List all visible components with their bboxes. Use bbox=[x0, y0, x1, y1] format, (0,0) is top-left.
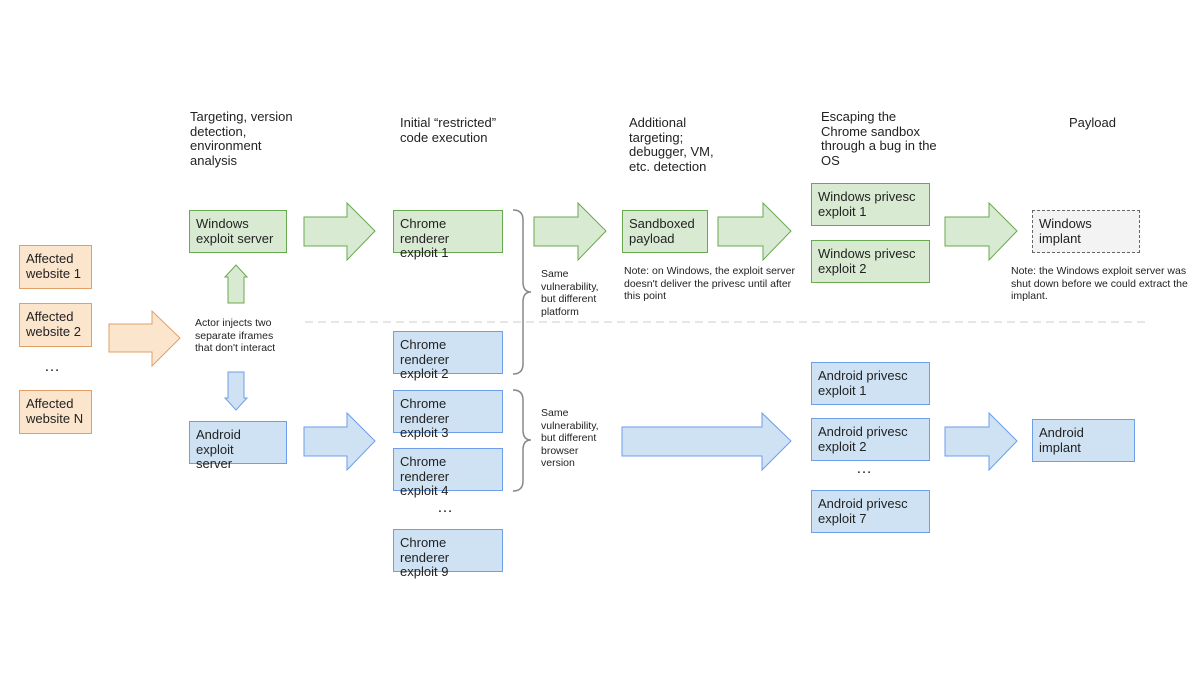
windows-privesc-to-implant-arrow bbox=[944, 201, 1018, 262]
header-sandbox-escape: Escaping the Chrome sandbox through a bu… bbox=[821, 109, 937, 168]
renderer-to-android-privesc-arrow bbox=[621, 411, 792, 472]
chrome-renderer-exploit-3: Chrome renderer exploit 3 bbox=[393, 390, 503, 440]
sandboxed-payload: Sandboxed payload bbox=[622, 210, 708, 253]
android-exploit-server: Android exploit server bbox=[189, 421, 287, 471]
header-additional-targeting: Additional targeting; debugger, VM, etc.… bbox=[629, 115, 714, 174]
chrome-renderer-exploit-1: Chrome renderer exploit 1 bbox=[393, 210, 503, 260]
windows-exploit-server: Windows exploit server bbox=[189, 210, 287, 253]
android-privesc-exploit-1: Android privesc exploit 1 bbox=[811, 362, 930, 405]
android-privesc-ellipsis: … bbox=[856, 460, 873, 477]
websites-to-actor-arrow bbox=[108, 309, 181, 368]
android-privesc-exploit-2: Android privesc exploit 2 bbox=[811, 418, 930, 461]
platform-brace bbox=[512, 209, 532, 375]
windows-server-to-renderer-arrow bbox=[303, 201, 376, 262]
sandboxed-to-privesc-arrow bbox=[717, 201, 792, 262]
chrome-renderer-exploit-4: Chrome renderer exploit 4 bbox=[393, 448, 503, 498]
affected-website-n: Affected website N bbox=[19, 390, 92, 434]
android-implant: Android implant bbox=[1032, 419, 1135, 462]
chrome-renderer-exploit-9: Chrome renderer exploit 9 bbox=[393, 529, 503, 579]
actor-to-windows-arrow bbox=[223, 264, 249, 304]
renderers-ellipsis: … bbox=[437, 499, 454, 516]
windows-privesc-note: Note: on Windows, the exploit server doe… bbox=[624, 265, 795, 302]
affected-website-1: Affected website 1 bbox=[19, 245, 92, 289]
same-vuln-browser-note: Same vulnerability, but different browse… bbox=[541, 407, 599, 469]
android-privesc-exploit-7: Android privesc exploit 7 bbox=[811, 490, 930, 533]
android-privesc-to-implant-arrow bbox=[944, 411, 1018, 472]
header-payload: Payload bbox=[1069, 115, 1116, 130]
actor-to-android-arrow bbox=[223, 371, 249, 411]
actor-injects-note: Actor injects two separate iframes that … bbox=[195, 317, 276, 354]
chrome-renderer-exploit-2: Chrome renderer exploit 2 bbox=[393, 331, 503, 381]
windows-privesc-exploit-2: Windows privesc exploit 2 bbox=[811, 240, 930, 283]
browser-brace bbox=[512, 389, 532, 492]
renderer-to-sandboxed-arrow bbox=[533, 201, 607, 262]
websites-ellipsis: … bbox=[44, 358, 61, 375]
header-initial-execution: Initial “restricted” code execution bbox=[400, 115, 497, 145]
android-server-to-renderer-arrow bbox=[303, 411, 376, 472]
windows-privesc-exploit-1: Windows privesc exploit 1 bbox=[811, 183, 930, 226]
same-vuln-platform-note: Same vulnerability, but different platfo… bbox=[541, 268, 599, 318]
windows-implant: Windows implant bbox=[1032, 210, 1140, 253]
header-targeting: Targeting, version detection, environmen… bbox=[190, 109, 293, 168]
affected-website-2: Affected website 2 bbox=[19, 303, 92, 347]
implant-extraction-note: Note: the Windows exploit server was shu… bbox=[1011, 265, 1188, 302]
